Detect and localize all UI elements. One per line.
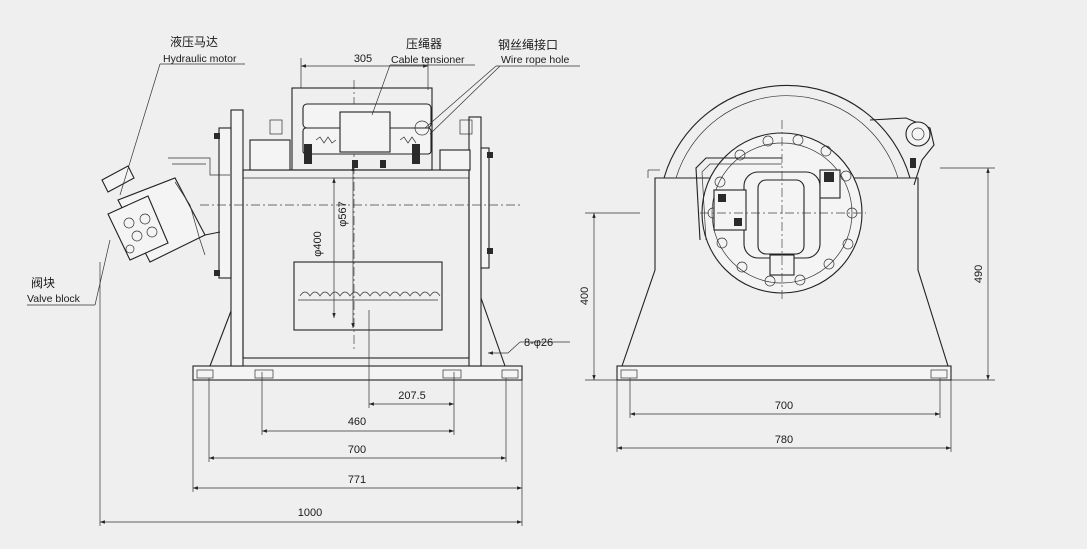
label-valve-block-cn: 阀块: [31, 276, 55, 290]
front-view: [101, 80, 523, 381]
label-hydraulic-motor-en: Hydraulic motor: [163, 53, 237, 65]
side-bolt-ring: [707, 134, 858, 287]
drum-window: [293, 261, 443, 331]
dim-780: 780: [775, 434, 793, 446]
callouts: 液压马达 Hydraulic motor 压绳器 Cable tensioner…: [27, 34, 580, 306]
dim-771: 771: [348, 474, 366, 486]
label-wire-rope-hole-en: Wire rope hole: [501, 54, 569, 66]
side-view: [616, 84, 952, 381]
side-base-plate: [616, 365, 952, 381]
side-dimensions: 400 490 700 780: [579, 167, 995, 452]
label-cable-tensioner-cn: 压绳器: [406, 37, 442, 51]
right-frame-plate: [468, 116, 482, 367]
left-frame-plate: [230, 109, 244, 367]
dim-460: 460: [348, 416, 366, 428]
front-base-plate: [192, 365, 523, 381]
dim-400: 400: [579, 287, 591, 305]
dim-holes: 8-φ26: [524, 337, 553, 349]
dim-490: 490: [973, 265, 985, 283]
label-cable-tensioner-en: Cable tensioner: [391, 54, 465, 66]
dim-1000: 1000: [298, 507, 322, 519]
hydraulic-motor: [101, 157, 230, 263]
cable-tensioner-assembly: [249, 87, 473, 171]
dim-700-front: 700: [348, 444, 366, 456]
label-hydraulic-motor-cn: 液压马达: [170, 34, 218, 49]
dim-drum-dia: φ400: [312, 231, 324, 257]
dim-305: 305: [354, 53, 372, 65]
label-valve-block-en: Valve block: [27, 293, 81, 305]
front-dimensions: 305 φ400 φ567 8-φ26 207.5 460 700 771: [99, 53, 570, 526]
side-drum-housing: [663, 84, 911, 179]
dim-207-5: 207.5: [398, 390, 426, 402]
dim-700-side: 700: [775, 400, 793, 412]
label-wire-rope-hole-cn: 钢丝绳接口: [498, 37, 558, 52]
dim-flange-dia: φ567: [337, 201, 349, 227]
